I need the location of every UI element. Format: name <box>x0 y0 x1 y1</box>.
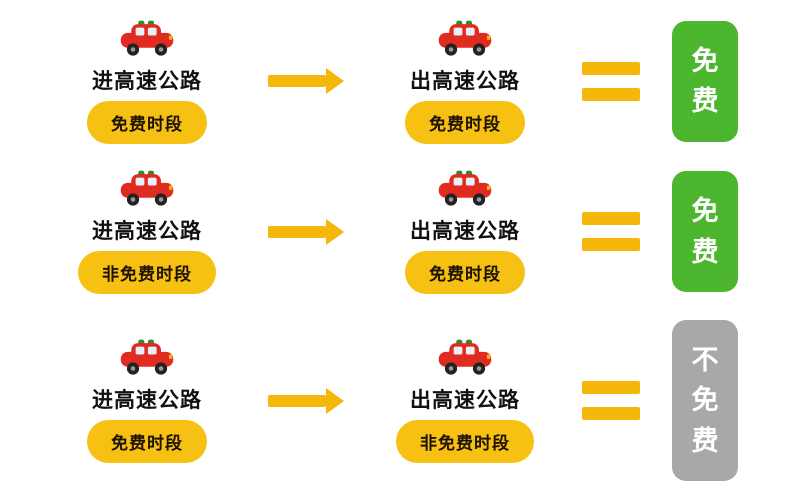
enter-badge: 免费时段 <box>87 100 207 144</box>
exit-badge: 免费时段 <box>405 100 525 144</box>
car-icon <box>119 19 175 59</box>
exit-badge: 免费时段 <box>405 251 525 295</box>
arrow-right-icon <box>268 68 344 95</box>
result-label: 不免费 <box>691 344 719 456</box>
car-icon <box>437 169 493 209</box>
enter-group: 进高速公路 非免费时段 <box>62 169 232 295</box>
car-icon <box>437 19 493 59</box>
car-icon <box>119 169 175 209</box>
enter-badge: 非免费时段 <box>78 251 216 295</box>
exit-group: 出高速公路 免费时段 <box>380 169 550 295</box>
exit-label: 出高速公路 <box>410 220 520 244</box>
enter-group: 进高速公路 免费时段 <box>62 338 232 463</box>
enter-label: 进高速公路 <box>92 69 202 93</box>
flow-row: 进高速公路 非免费时段 出高速公路 <box>0 169 800 295</box>
exit-group: 出高速公路 非免费时段 <box>380 338 550 463</box>
result-badge: 免费 <box>672 20 738 142</box>
enter-group: 进高速公路 免费时段 <box>62 19 232 144</box>
result-badge: 免费 <box>672 171 738 293</box>
arrow-right-icon <box>268 387 344 414</box>
result-label: 免费 <box>691 196 719 267</box>
equals-icon <box>582 381 640 420</box>
exit-label: 出高速公路 <box>410 389 520 412</box>
exit-label: 出高速公路 <box>410 69 520 93</box>
arrow-right-icon <box>268 218 344 245</box>
equals-icon <box>582 212 640 252</box>
result-label: 免费 <box>691 45 719 117</box>
enter-label: 进高速公路 <box>92 389 202 412</box>
enter-badge: 免费时段 <box>87 420 207 463</box>
flow-row: 进高速公路 免费时段 出高速公路 <box>0 19 800 144</box>
flow-row: 进高速公路 免费时段 出高速公路 <box>0 319 800 482</box>
equals-icon <box>582 61 640 101</box>
result-badge: 不免费 <box>672 319 738 482</box>
car-icon <box>437 338 493 378</box>
exit-group: 出高速公路 免费时段 <box>380 19 550 144</box>
enter-label: 进高速公路 <box>92 220 202 244</box>
exit-badge: 非免费时段 <box>396 420 534 463</box>
car-icon <box>119 338 175 378</box>
